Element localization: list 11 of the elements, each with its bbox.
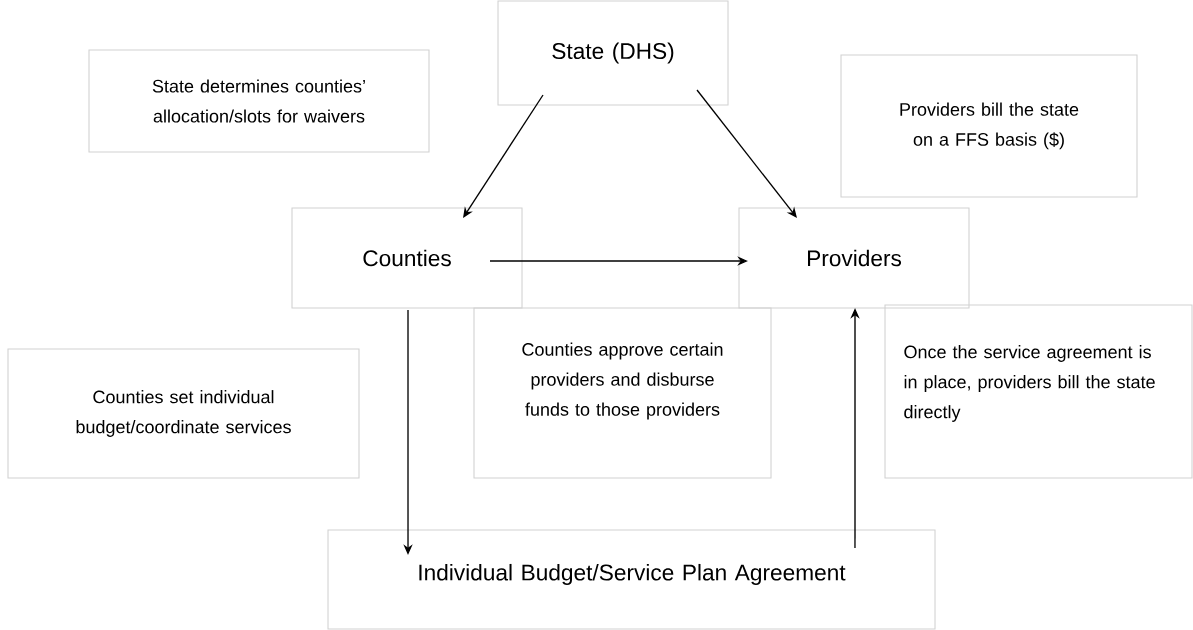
- arrow: [696, 89, 797, 218]
- arrow: [463, 94, 544, 218]
- text-box: Individual Budget/Service Plan Agreement: [327, 529, 936, 630]
- text-box: Counties approve certain providers and disburse funds to those providers: [473, 307, 772, 479]
- text-box: Counties: [291, 207, 523, 309]
- text-box: Once the service agreement is in place, providers bill the state directly: [884, 304, 1193, 479]
- text-box: State determines counties’ allocation/slots for waivers: [88, 49, 430, 153]
- text-box: State (DHS): [497, 0, 729, 106]
- text-box: Counties set individual budget/coordinate services: [7, 348, 360, 479]
- text-box: Providers bill the state on a FFS basis ($): [840, 54, 1138, 198]
- text-box: Providers: [738, 207, 970, 309]
